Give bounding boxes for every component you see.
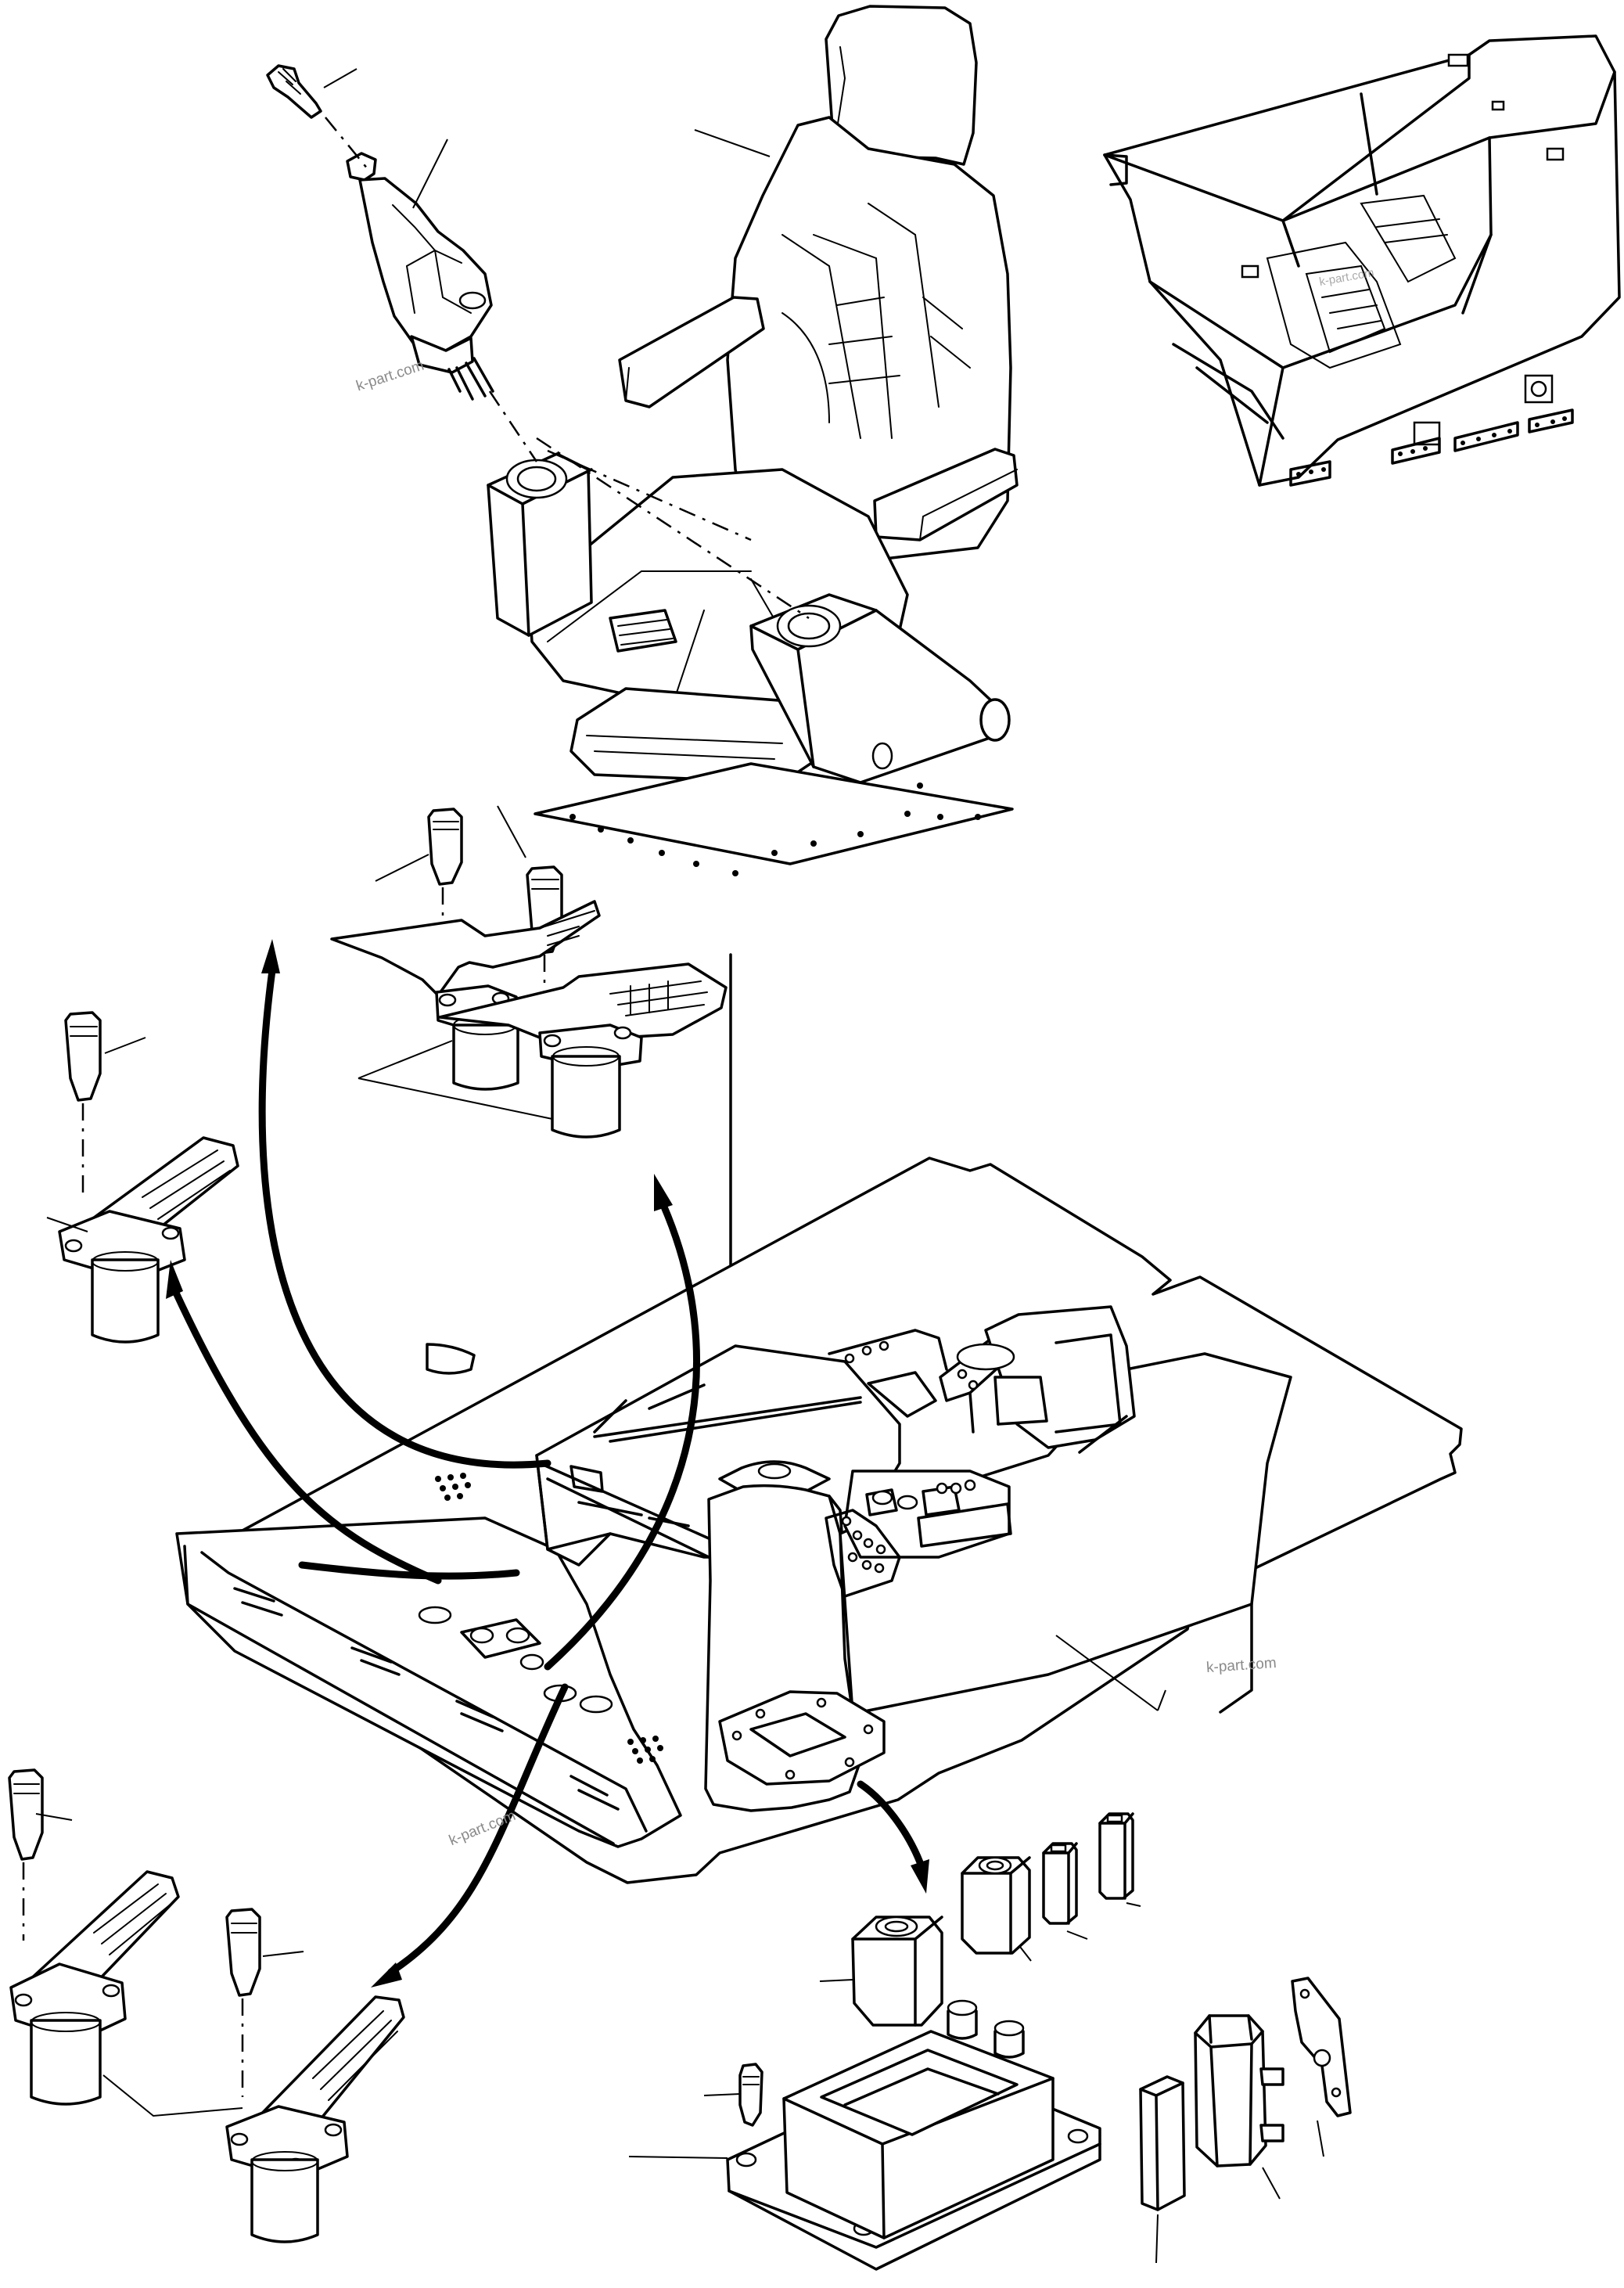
travel-pedal-icon <box>330 805 728 1139</box>
mounting-bracket-icon <box>1139 1977 1352 2264</box>
operator-seat-icon <box>487 5 1019 876</box>
left-pedal-icon <box>46 1011 239 1344</box>
lower-right-pedal-icon <box>102 1908 405 2243</box>
cab-floor-assembly-icon <box>175 1157 1463 1884</box>
control-lever-icon <box>266 64 538 462</box>
control-blocks-icon <box>819 1812 1141 2027</box>
floor-leader <box>1157 1689 1166 1711</box>
junction-box-icon <box>628 1999 1101 2271</box>
cab-overview-icon <box>1103 34 1621 487</box>
assembly-arrows <box>166 939 929 1988</box>
lower-left-pedal-icon <box>8 1768 180 2106</box>
